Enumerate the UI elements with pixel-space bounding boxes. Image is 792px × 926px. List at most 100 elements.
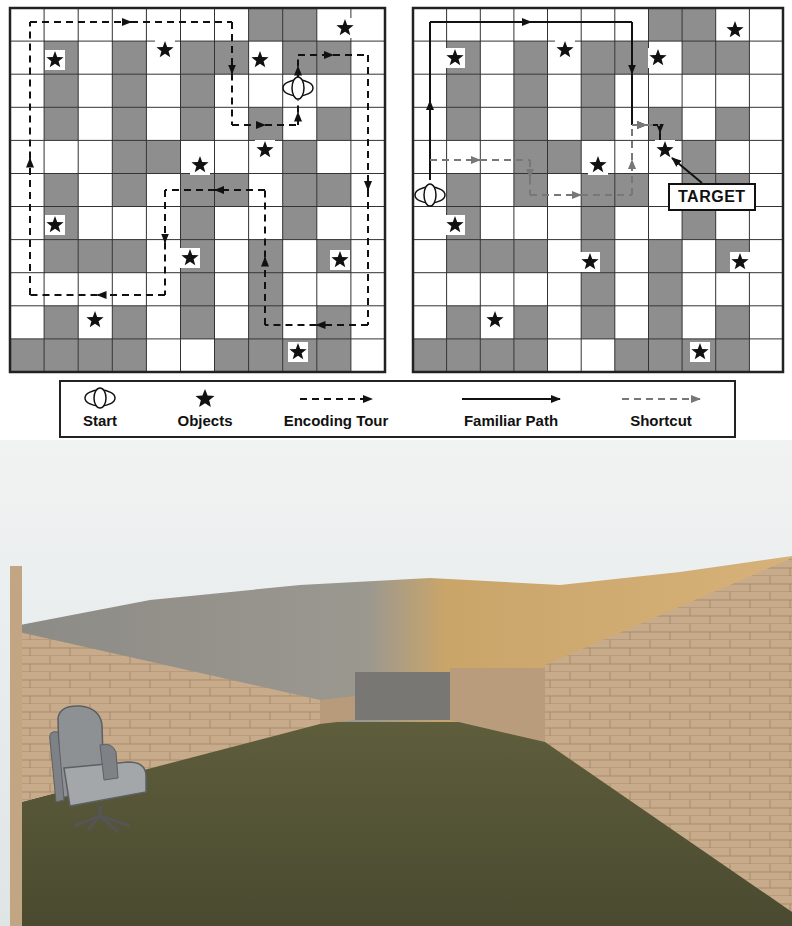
legend-label: Start: [83, 412, 117, 429]
maze-block: [514, 74, 548, 107]
object-star: [251, 51, 268, 67]
object-patch: [190, 155, 210, 175]
object-patch: [155, 40, 175, 60]
maze-block: [682, 140, 716, 173]
familiar-path: [631, 22, 633, 74]
maze-block: [716, 339, 750, 372]
maze-block: [44, 240, 78, 273]
object-patch: [555, 40, 575, 60]
maze-block: [447, 107, 481, 140]
maze-block: [44, 107, 78, 140]
maze-block: [581, 74, 615, 107]
object-star: [446, 216, 463, 232]
shortcut: [632, 124, 646, 126]
grid-line: [10, 74, 385, 75]
encoding-tour: [30, 294, 98, 296]
maze-block: [146, 140, 180, 173]
maze-block: [317, 41, 351, 74]
maze-block: [283, 140, 317, 173]
legend-label: Objects: [177, 412, 232, 429]
grid-line: [44, 8, 45, 372]
shortcut: [480, 159, 530, 161]
legend-label: Encoding Tour: [284, 412, 389, 429]
maze-block: [249, 107, 283, 140]
encoding-tour: [264, 190, 266, 258]
maze-block: [514, 41, 548, 74]
maze-block: [716, 107, 750, 140]
encoding-tour: [232, 124, 265, 126]
encoding-tour: [297, 55, 299, 67]
left-wall: [10, 630, 320, 805]
maze-block: [581, 273, 615, 306]
grid-line: [10, 305, 385, 306]
maze-block: [649, 306, 683, 339]
object-star: [289, 343, 306, 359]
shortcut: [631, 125, 633, 160]
maze-block: [682, 41, 716, 74]
maze-block: [181, 273, 215, 306]
map-border: [10, 8, 385, 372]
grid-line: [10, 206, 385, 207]
maze-block: [548, 140, 582, 173]
shortcut: [631, 160, 633, 195]
object-star: [649, 49, 666, 65]
grid-line: [282, 8, 283, 372]
callout-box: TARGET: [668, 183, 756, 211]
maze-block: [480, 240, 514, 273]
encoding-tour: [231, 74, 233, 126]
object-star: [46, 216, 63, 232]
object-patch: [445, 215, 465, 235]
maze-map: [413, 8, 783, 372]
maze-block: [181, 107, 215, 140]
grid-line: [413, 305, 783, 306]
maze-block: [44, 207, 78, 240]
object-star: [256, 141, 273, 157]
grid-line: [413, 74, 783, 75]
maze-block: [78, 240, 112, 273]
familiar-path: [632, 124, 646, 126]
familiar-path: [429, 101, 431, 180]
familiar-path: [429, 22, 431, 101]
encoding-tour: [29, 159, 31, 296]
chair: [50, 706, 146, 832]
maze-block: [649, 339, 683, 372]
maze-block: [317, 107, 351, 140]
maze-block: [514, 306, 548, 339]
legend-label: Shortcut: [630, 412, 692, 429]
object-patch: [330, 250, 350, 270]
maze-block: [317, 240, 351, 273]
maze-block: [181, 74, 215, 107]
shortcut: [646, 124, 660, 126]
encoding-tour: [215, 189, 265, 191]
encoding-tour: [131, 21, 232, 23]
maze-block: [249, 339, 283, 372]
grid-line: [180, 8, 181, 372]
maze-block: [181, 306, 215, 339]
map-border: [413, 8, 783, 372]
grid-line: [10, 338, 385, 339]
maze-block: [447, 240, 481, 273]
encoding-tour: [298, 54, 333, 56]
grid-line: [10, 140, 385, 141]
encoding-tour: [297, 100, 299, 113]
maze-block: [283, 339, 317, 372]
object-patch: [648, 48, 668, 68]
object-star: [486, 311, 503, 327]
encoding-tour: [98, 294, 166, 296]
familiar-path: [659, 133, 661, 141]
maze-block: [581, 207, 615, 240]
maze-block: [447, 174, 481, 207]
legend-frame: [60, 381, 735, 437]
maze-block: [215, 339, 249, 372]
grid-line: [480, 8, 481, 372]
object-star: [196, 389, 215, 407]
grid-line: [10, 239, 385, 240]
object-patch: [655, 140, 675, 160]
maze-block: [181, 240, 215, 273]
maze-block: [283, 207, 317, 240]
maze-block: [181, 41, 215, 74]
leader-arrow: [672, 158, 702, 183]
